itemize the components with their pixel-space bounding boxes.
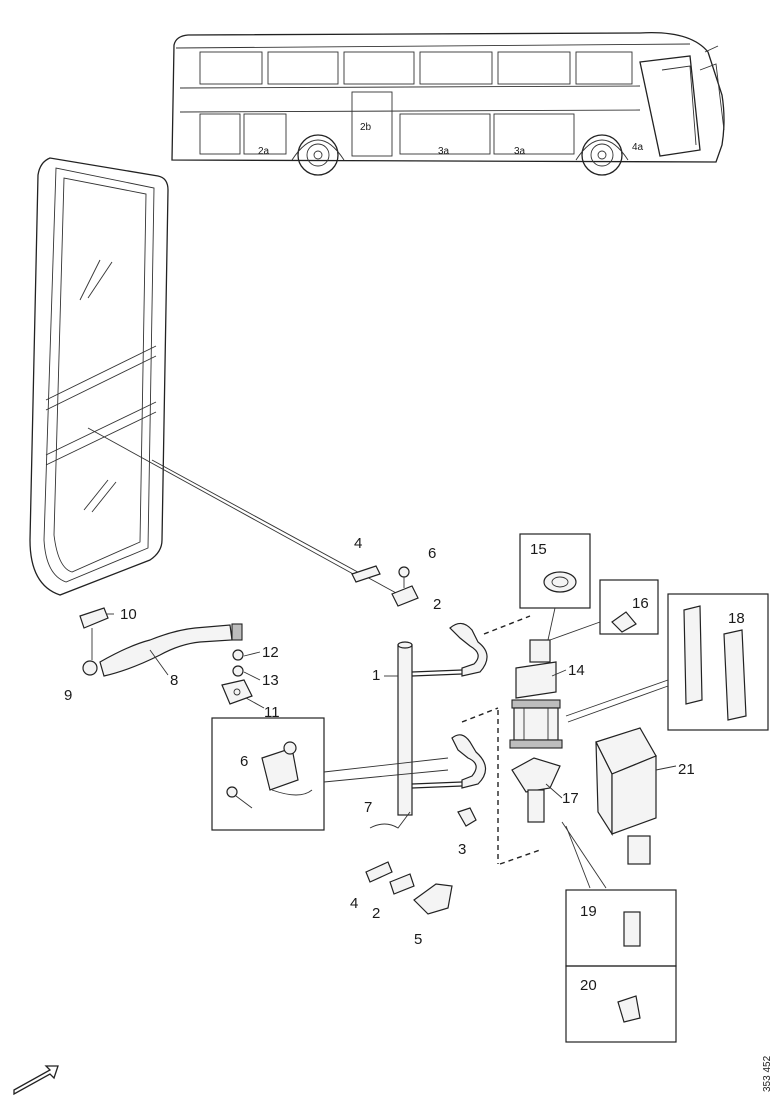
bus-illustration: 2a 2b 3a 3a 4a [171,31,725,176]
part-16-clip [611,611,637,633]
part-7-wire [369,811,411,829]
part-4-bracket-bottom [365,861,393,883]
part-2-clamp-bottom [389,873,415,895]
part-5-mount [413,883,453,915]
callout-20: 20 [580,977,597,994]
callout-2-top: 2 [433,596,441,613]
leader-door-to-4 [87,427,356,576]
door-leaf-illustration [29,157,169,596]
part-10-bracket [79,607,109,629]
callout-8: 8 [170,672,178,689]
callout-3: 3 [458,841,466,858]
detail-box-6 [211,717,449,831]
callout-15: 15 [530,541,547,558]
callout-11: 11 [264,704,280,721]
callout-10: 10 [120,606,137,623]
hose-assembly [79,607,253,705]
callout-6-detail: 6 [240,753,248,770]
part-20-valve [617,995,641,1023]
part-21-connector [627,835,651,865]
callout-1: 1 [372,667,380,684]
part-6-bolt-top [398,566,410,578]
boxes-19-20 [565,889,677,1043]
callout-4-top: 4 [354,535,362,552]
part-4-bracket-top [351,565,381,583]
part-21-unit [595,727,657,865]
callout-13: 13 [262,672,279,689]
part-8-hose [99,624,233,677]
callout-17: 17 [562,790,579,807]
callout-12: 12 [262,644,279,661]
part-19-valve [623,911,641,947]
part-1-lower-elbow [451,734,487,789]
bus-mark-3a-second: 3a [514,146,526,157]
part-8-hose-end [231,623,243,641]
callout-21: 21 [678,761,695,778]
part-9-fitting [82,660,98,676]
callout-18: 18 [728,610,745,627]
part-12-washer [232,649,244,661]
drawing-reference-code: 353 452 [762,1055,773,1092]
bus-mark-2a: 2a [258,146,270,157]
center-assembly [351,565,541,915]
bus-mark-4a: 4a [632,142,644,153]
part-1-tube [397,644,413,816]
callout-4-bottom: 4 [350,895,358,912]
callout-5: 5 [414,931,422,948]
callout-9: 9 [64,687,72,704]
callout-19: 19 [580,903,597,920]
part-17-base [511,757,561,793]
callout-14: 14 [568,662,585,679]
callout-6-top: 6 [428,545,436,562]
pump-assembly [509,533,659,889]
bus-mark-2b: 2b [360,122,372,133]
part-18-bracket-a [683,605,703,705]
part-14-top-shaft [529,639,551,663]
box-20 [565,965,677,1043]
part-1-upper-elbow [449,622,488,677]
part-2-clamp-top [391,585,419,607]
box-16 [599,579,659,635]
bus-mark-3a: 3a [438,146,450,157]
orientation-arrow-icon [13,1065,59,1096]
part-15-gasket [543,571,577,593]
callout-7: 7 [364,799,372,816]
leader-door-to-2 [151,459,399,595]
part-13-nut [232,665,244,677]
callout-16: 16 [632,595,649,612]
callout-2-bottom: 2 [372,905,380,922]
part-14-upper-body [515,661,557,699]
part-14-cage [513,707,559,741]
box-19 [565,889,677,967]
part-17-shaft [527,789,545,823]
part-18-bracket-b [723,629,747,721]
box-18 [565,593,769,731]
part-3-screw [457,807,477,827]
part-11-plate [221,679,253,705]
